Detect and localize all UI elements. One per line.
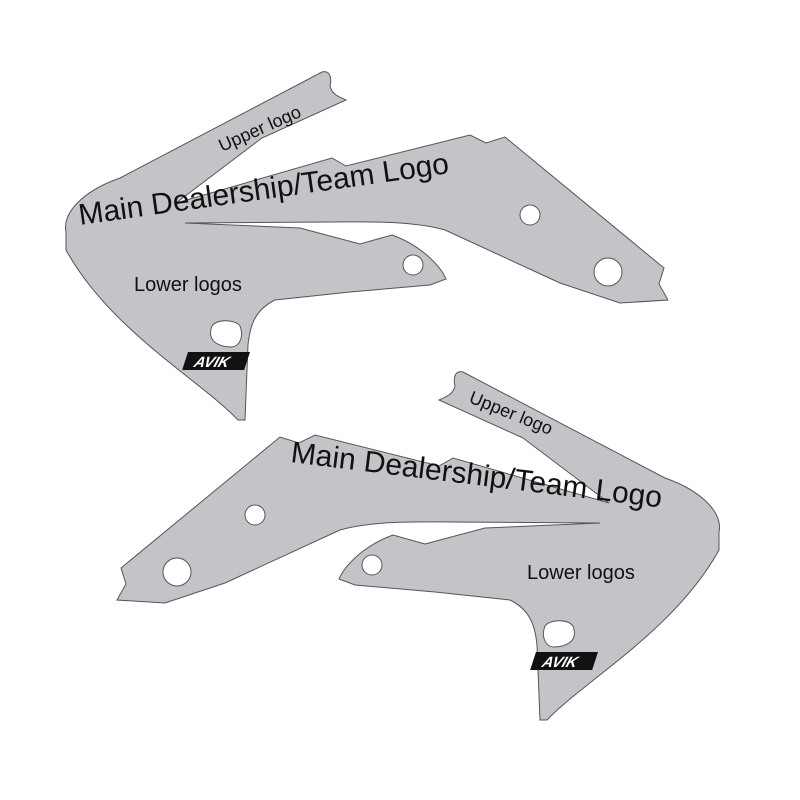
svg-text:AVIK: AVIK [539,654,582,671]
avik-brand-logo: AVIK [530,652,598,671]
avik-brand-logo: AVIK [182,352,250,371]
bottom-shroud: Upper logo Main Dealership/Team Logo Low… [116,371,721,721]
svg-text:AVIK: AVIK [191,354,234,371]
top-shroud: Upper logo Main Dealership/Team Logo Low… [64,71,669,421]
bottom-lower-logos-label: Lower logos [527,562,635,584]
top-lower-logos-label: Lower logos [134,274,242,296]
